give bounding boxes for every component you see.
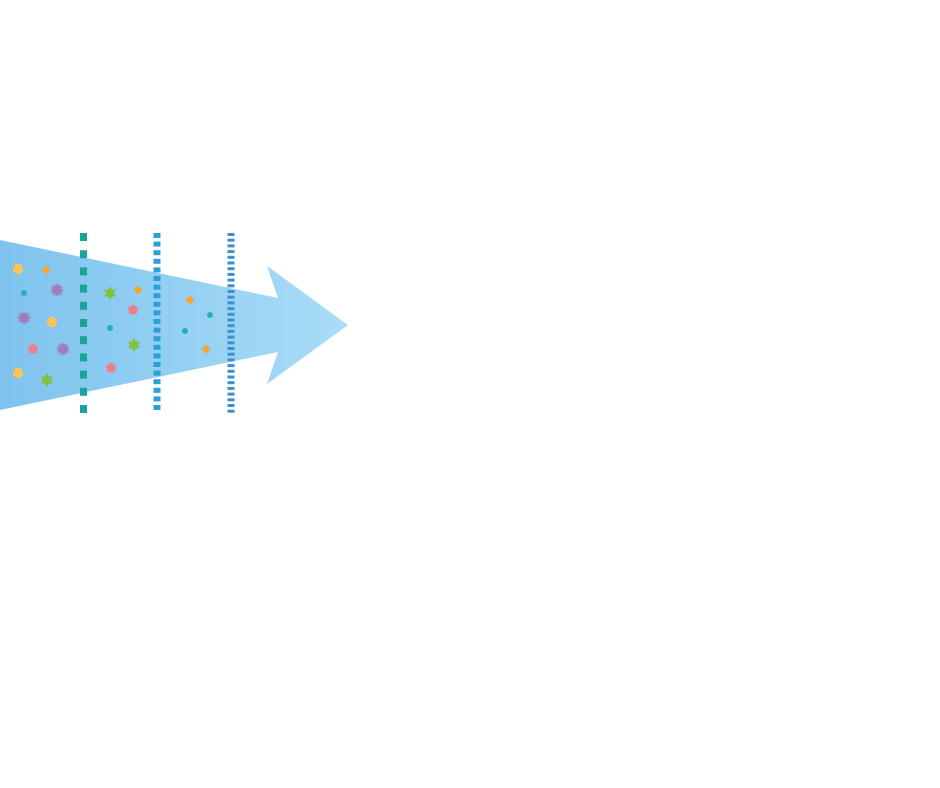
pentagon-particle	[105, 362, 117, 373]
star-particle	[103, 286, 117, 300]
filter-segment	[227, 398, 235, 402]
filter-segment	[227, 381, 235, 385]
filter-segment	[227, 347, 235, 350]
circle-particle	[12, 263, 24, 275]
filter-segment	[80, 233, 87, 241]
pentagon-particle	[27, 343, 39, 354]
filter-segment	[153, 284, 161, 290]
star-particle	[40, 373, 54, 387]
filter-segment	[227, 375, 235, 379]
filter-segment	[153, 353, 161, 359]
filter-segment	[80, 387, 87, 396]
spiky-star-particle	[16, 310, 32, 326]
filter-segment	[153, 241, 161, 247]
medium-filter	[153, 233, 161, 410]
filter-segment	[227, 250, 235, 254]
filter-segment	[153, 396, 161, 402]
filter-segment	[80, 370, 87, 379]
filter-segment	[153, 362, 161, 367]
filter-segment	[227, 290, 235, 293]
filter-segment	[227, 267, 235, 271]
particles-group	[12, 263, 213, 387]
filter-segment	[153, 336, 161, 342]
dot-particle	[182, 328, 188, 334]
filter-segment	[227, 335, 235, 339]
filter-segment	[153, 258, 161, 264]
filter-segment	[227, 272, 235, 276]
star-particle	[127, 338, 141, 352]
filter-segment	[153, 301, 161, 307]
circle-particle	[46, 316, 58, 328]
filter-segment	[80, 267, 87, 276]
filter-segment	[153, 267, 161, 273]
dot-particle	[107, 325, 113, 331]
filter-segment	[227, 307, 235, 311]
filter-segment	[227, 324, 235, 328]
filter-segment	[227, 352, 235, 356]
diamond-particle	[185, 295, 195, 305]
dot-particle	[21, 290, 27, 296]
filter-segment	[153, 379, 161, 385]
pentagon-particle	[127, 304, 139, 315]
filter-segment	[227, 329, 235, 333]
filter-segment	[227, 358, 235, 362]
filter-segment	[227, 244, 235, 248]
filter-segment	[227, 233, 235, 236]
circle-particle	[12, 367, 24, 379]
filter-segment	[227, 364, 235, 368]
filter-segment	[227, 386, 235, 390]
filter-segment	[227, 255, 235, 259]
filter-segment	[80, 250, 87, 259]
filter-segment	[153, 293, 161, 299]
diamond-particle	[41, 265, 51, 275]
filter-segment	[227, 238, 235, 242]
filter-segment	[153, 233, 161, 238]
filter-segment	[227, 318, 235, 322]
filter-segment	[227, 369, 235, 373]
filter-segment	[153, 405, 161, 410]
filter-segment	[227, 261, 235, 265]
filter-segment	[153, 276, 161, 281]
filter-segment	[153, 327, 161, 333]
filter-segment	[153, 319, 161, 324]
filter-segment	[227, 392, 235, 396]
filter-segment	[80, 284, 87, 293]
filter-segment	[227, 301, 235, 305]
filter-segment	[153, 250, 161, 256]
spiky-star-particle	[55, 341, 71, 357]
filter-segment	[80, 353, 87, 362]
filter-segment	[153, 370, 161, 376]
filter-segment	[153, 344, 161, 350]
filter-segment	[153, 387, 161, 393]
filter-segment	[227, 341, 235, 345]
flow-arrow	[0, 240, 348, 410]
filter-segment	[80, 319, 87, 327]
filters-group	[80, 233, 235, 413]
spiky-star-particle	[49, 282, 65, 298]
filter-segment	[80, 301, 87, 310]
filter-segment	[227, 409, 235, 413]
filter-segment	[80, 336, 87, 345]
filter-segment	[80, 405, 87, 413]
filter-segment	[227, 404, 235, 407]
diamond-particle	[201, 344, 211, 354]
fine-filter	[227, 233, 235, 413]
filter-segment	[227, 284, 235, 288]
diamond-particle	[133, 285, 143, 295]
filter-segment	[227, 278, 235, 282]
filter-segment	[227, 295, 235, 299]
dot-particle	[207, 312, 213, 318]
filter-segment	[227, 312, 235, 316]
coarse-filter	[80, 233, 87, 413]
filter-segment	[153, 310, 161, 316]
